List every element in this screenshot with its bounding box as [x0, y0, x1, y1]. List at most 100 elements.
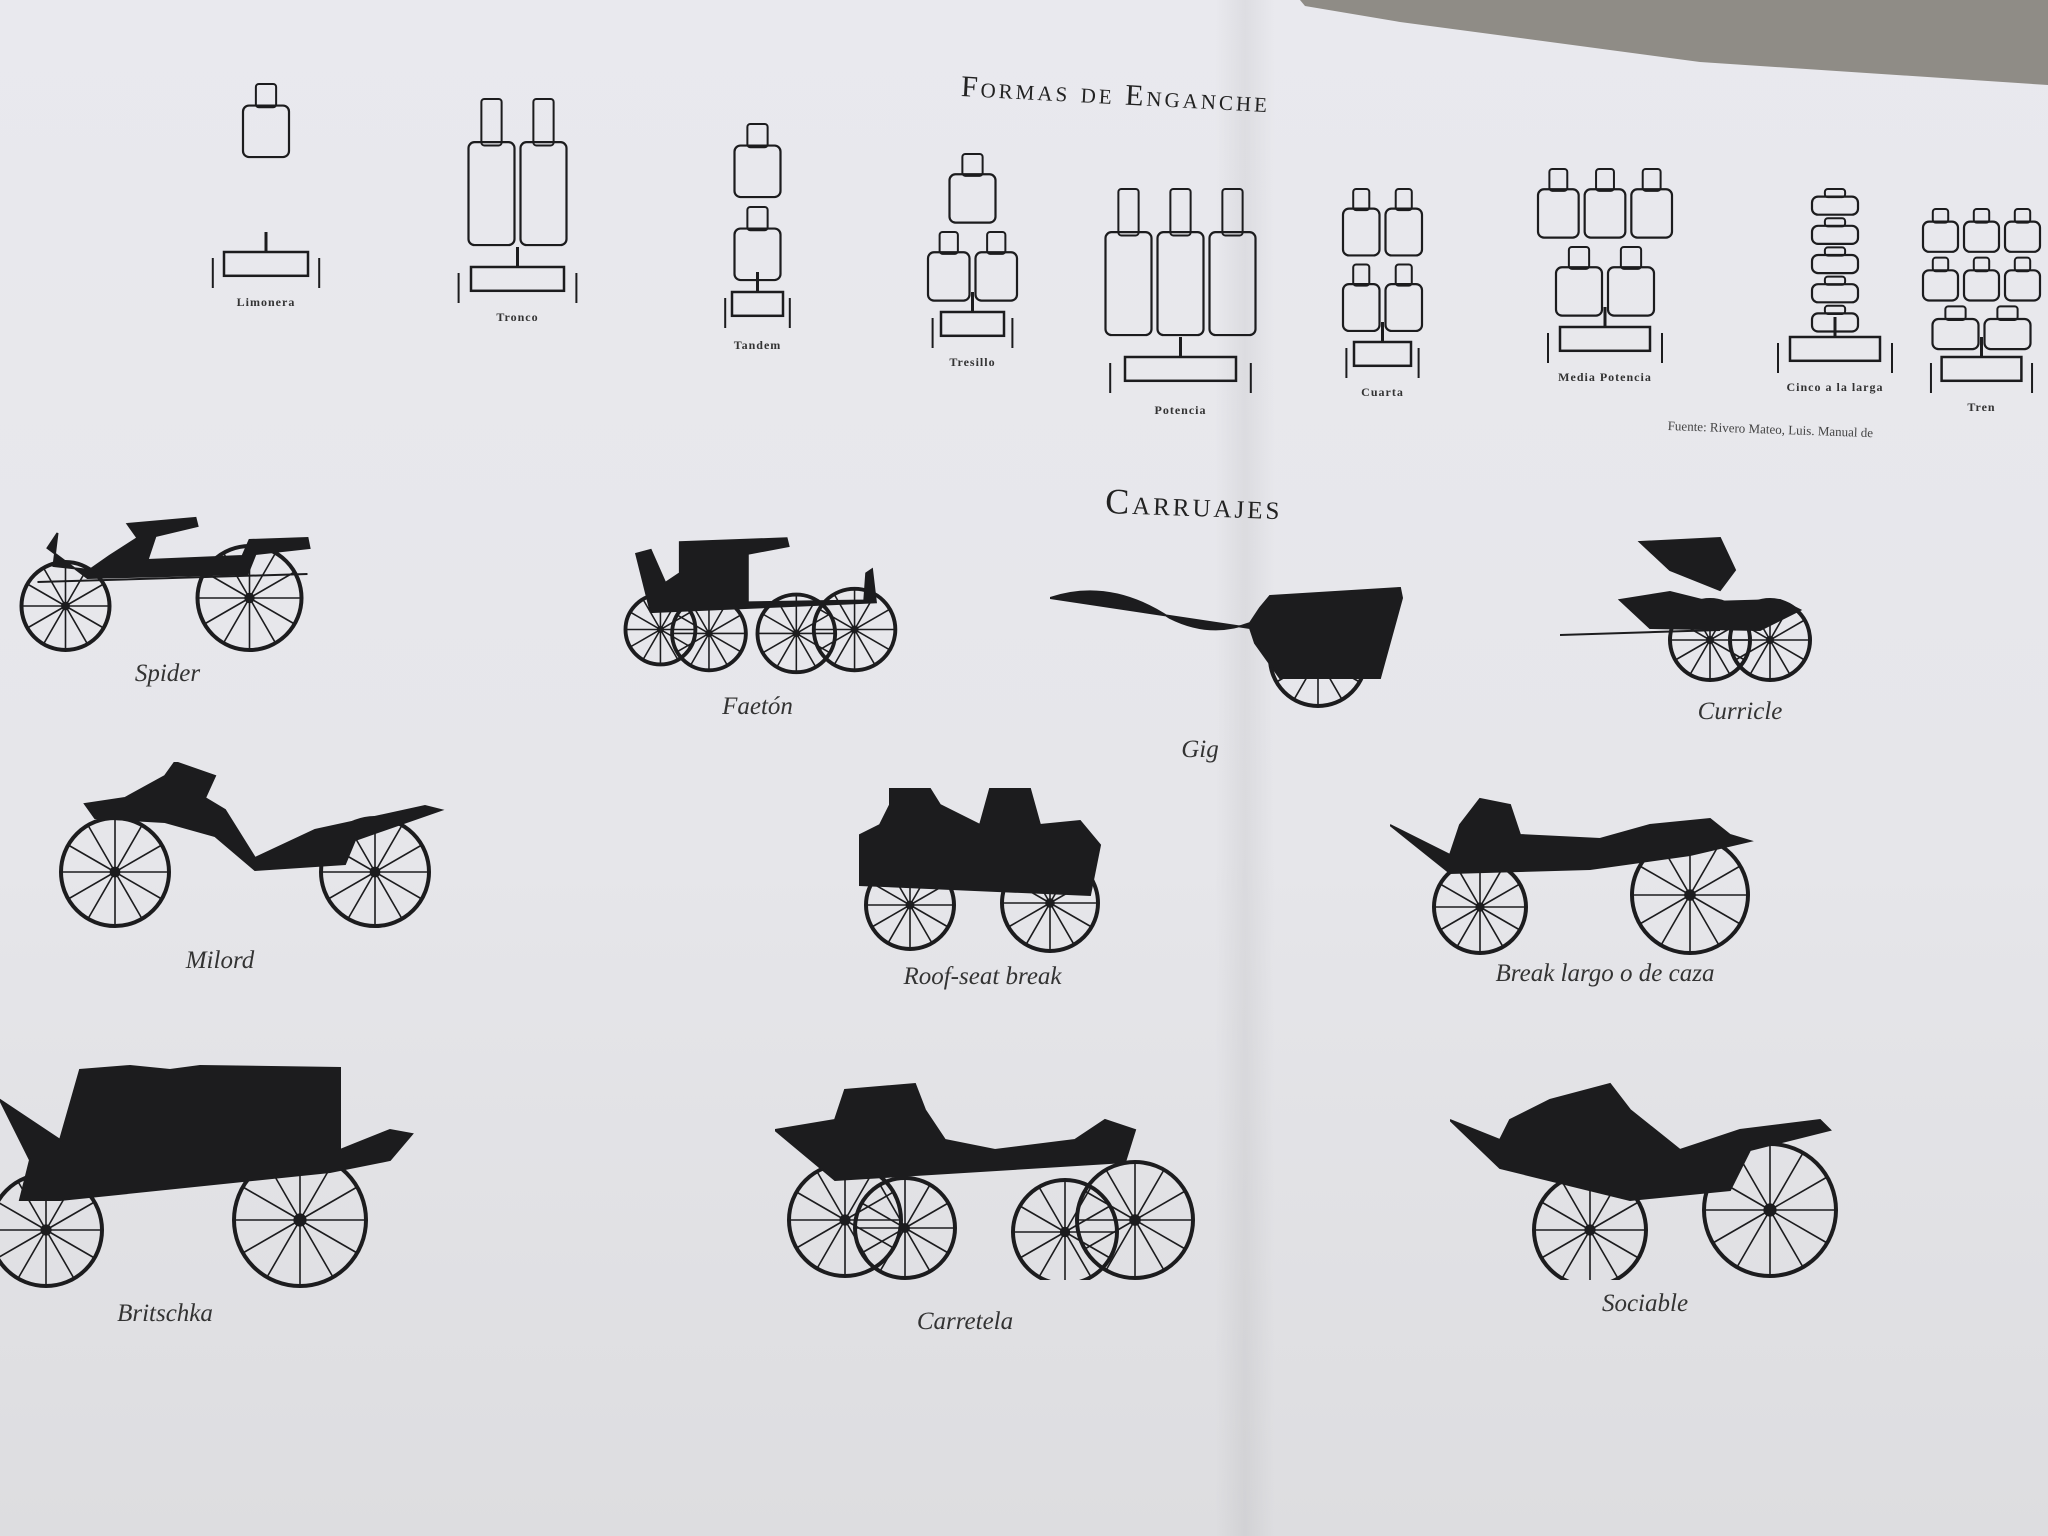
wheel-spoke — [1479, 906, 1521, 931]
team-figure: Media Potencia — [1530, 165, 1680, 384]
wheel-hub — [1129, 1214, 1141, 1226]
wheel-spoke — [660, 628, 692, 648]
carriage-figure: Roof-seat break — [830, 785, 1115, 990]
wheel-spoke — [1064, 1231, 1111, 1259]
wheel-spoke — [904, 1202, 949, 1229]
carriage-body — [1390, 797, 1754, 875]
wheel-spoke — [374, 824, 403, 873]
carriage-hood — [1637, 536, 1737, 592]
wheel-spoke — [42, 605, 67, 645]
wheel-spoke — [1674, 639, 1711, 661]
wheel-spoke — [1769, 639, 1806, 661]
wheel-spoke — [327, 871, 376, 900]
wheel-spoke — [796, 1191, 846, 1221]
wheel-spoke — [0, 1202, 47, 1231]
wheel-spoke — [1084, 1190, 1136, 1221]
wheel-spoke — [42, 567, 67, 607]
wheel-spoke — [833, 629, 856, 666]
wheel-spoke — [1479, 906, 1504, 948]
team-figure: Limonera — [196, 80, 336, 309]
wheel-spoke — [909, 904, 933, 944]
wheel-spoke — [871, 904, 911, 928]
horse-body — [1583, 188, 1627, 239]
carriage-body — [775, 1082, 1137, 1182]
carriage-body — [1450, 1082, 1832, 1202]
wheel-spoke — [0, 1229, 47, 1258]
wheel-spoke — [45, 1201, 95, 1231]
wheel-spoke — [1038, 1231, 1066, 1278]
wheel-spoke — [629, 611, 661, 631]
carriage-label: Spider — [134, 660, 201, 687]
horse-body — [519, 141, 568, 247]
carriage-label: Sociable — [1601, 1290, 1689, 1317]
wheel-spoke — [1769, 619, 1806, 641]
wheel-spoke — [1589, 1229, 1619, 1279]
team-figure: Cuarta — [1335, 185, 1430, 399]
wheel-spoke — [854, 628, 891, 651]
wheel-spoke — [844, 1191, 894, 1221]
wheel-spoke — [818, 628, 855, 651]
wheel-spoke — [1769, 639, 1791, 676]
wheel-spoke — [1689, 894, 1741, 925]
wheel-spoke — [204, 597, 250, 625]
carriage-figure: Milord — [55, 762, 455, 974]
team-diagram — [926, 153, 1019, 348]
wheel-spoke — [1019, 1231, 1066, 1259]
carriage-figure: Britschka — [0, 1060, 420, 1327]
wheel — [1011, 1178, 1119, 1280]
chassis-line — [37, 573, 308, 583]
wheel-spoke — [1736, 1209, 1771, 1268]
team-label: Potencia — [1154, 403, 1207, 417]
wheel-spoke — [299, 1219, 358, 1254]
wheel-spoke — [1134, 1219, 1165, 1271]
wheel-hub — [1059, 1226, 1071, 1238]
wheel-spoke — [249, 597, 295, 625]
wheel-spoke — [904, 1184, 931, 1229]
wheel-spoke — [266, 1219, 301, 1278]
carriage-box — [730, 290, 785, 318]
wheel-spoke — [17, 1229, 47, 1279]
wheel-hub — [850, 625, 859, 634]
wheel-spoke — [248, 597, 277, 644]
wheel-hub — [244, 592, 255, 604]
horse-head — [1619, 246, 1643, 270]
horse-body — [1606, 266, 1656, 317]
wheel-spoke — [1734, 639, 1771, 661]
horse-body — [1341, 207, 1381, 257]
team-diagram — [1777, 188, 1893, 373]
wheel-spoke — [818, 608, 855, 631]
wheel-spoke — [1561, 1181, 1591, 1231]
carriage-body — [1617, 590, 1803, 632]
wheel-spoke — [114, 871, 163, 900]
wheel-spoke — [67, 871, 116, 900]
horse-head — [938, 231, 959, 255]
horse-body — [1341, 283, 1381, 333]
horse-body — [2003, 220, 2042, 253]
carriage-figure: Break largo o de caza — [1390, 795, 1770, 987]
wheel-spoke — [762, 632, 797, 654]
wheel-hub — [40, 1224, 52, 1236]
wheel-spoke — [1639, 865, 1691, 896]
horse-head — [532, 98, 555, 147]
wheel-spoke — [1709, 639, 1731, 676]
wheel-spoke — [844, 1219, 894, 1249]
wheel-spoke — [1660, 894, 1691, 946]
wheel-spoke — [796, 1219, 846, 1249]
carriage-illustration — [859, 788, 1102, 953]
wheel-spoke — [1749, 639, 1771, 676]
wheel-spoke — [861, 1202, 906, 1229]
team-label: Media Potencia — [1558, 370, 1652, 384]
wheel-spoke — [1134, 1169, 1165, 1221]
carriage-box — [939, 310, 1006, 338]
team-diagram — [1921, 208, 2042, 393]
wheel-spoke — [762, 613, 797, 635]
wheel-spoke — [347, 871, 376, 920]
wheel-spoke — [249, 571, 295, 599]
wheel-spoke — [1084, 1219, 1136, 1250]
wheel-spoke — [1541, 1229, 1591, 1259]
wheel-spoke — [854, 608, 891, 631]
wheel-hub — [109, 866, 121, 878]
wheel-spoke — [45, 1229, 75, 1279]
wheel-spoke — [1769, 1176, 1828, 1211]
